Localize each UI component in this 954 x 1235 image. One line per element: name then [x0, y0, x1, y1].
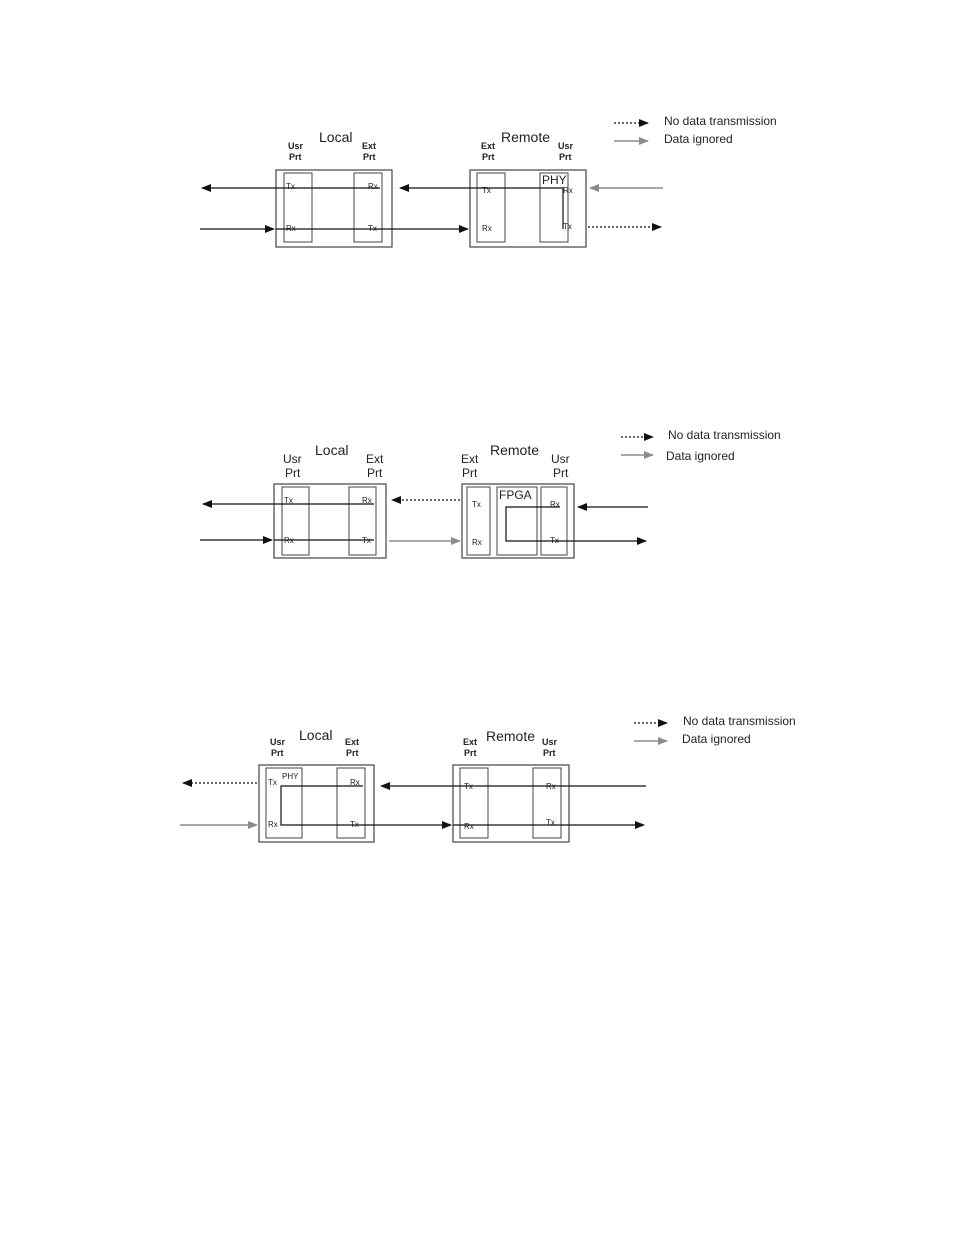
legend-no-data-label: No data transmission	[683, 714, 796, 728]
remote-usr-label: Usr	[558, 141, 574, 151]
remote-ext-label: Ext	[481, 141, 495, 151]
remote-usr-label: Usr	[542, 737, 558, 747]
remote-usr-label-2: Prt	[543, 748, 556, 758]
fpga-loopback-path	[505, 506, 647, 545]
local-title: Local	[299, 727, 332, 743]
remote-phy-label: PHY	[542, 173, 567, 187]
local-ext-label: Ext	[366, 452, 384, 466]
remote-ext-port	[459, 767, 489, 839]
diagram-1: No data transmission Data ignored Local …	[200, 114, 777, 248]
local-usr-label: Usr	[270, 737, 286, 747]
local-box	[275, 169, 393, 248]
local-ext-label: Ext	[362, 141, 376, 151]
local-ext-label: Ext	[345, 737, 359, 747]
port-tx: Tx	[546, 818, 555, 827]
remote-usr-port	[539, 172, 569, 243]
local-usr-port	[265, 767, 303, 839]
local-usr-port	[281, 486, 310, 556]
legend-no-data-label: No data transmission	[668, 428, 781, 442]
local-usr-label-2: Prt	[289, 152, 302, 162]
port-rx: Rx	[464, 822, 474, 831]
port-rx: Rx	[362, 496, 372, 505]
port-tx: Tx	[284, 496, 293, 505]
local-phy-label: PHY	[282, 772, 299, 781]
local-ext-label-2: Prt	[367, 466, 383, 480]
port-rx: Rx	[563, 186, 573, 195]
legend-ignored-label: Data ignored	[682, 732, 751, 746]
remote-fpga-label: FPGA	[499, 488, 532, 502]
port-tx: Tx	[482, 186, 491, 195]
port-rx: Rx	[350, 778, 360, 787]
remote-box	[452, 764, 570, 843]
remote-ext-port	[476, 172, 506, 243]
remote-ext-label: Ext	[461, 452, 479, 466]
loopback-return-path	[399, 184, 564, 229]
port-tx: Tx	[286, 182, 295, 191]
local-usr-port	[283, 172, 313, 243]
port-rx: Rx	[482, 224, 492, 233]
remote-fpga-block	[496, 486, 538, 556]
port-tx: Tx	[472, 500, 481, 509]
port-rx: Rx	[368, 182, 378, 191]
local-ext-label-2: Prt	[346, 748, 359, 758]
remote-box	[469, 169, 587, 248]
local-title: Local	[315, 442, 348, 458]
diagram-3: No data transmission Data ignored Local …	[180, 714, 796, 843]
port-rx: Rx	[472, 538, 482, 547]
remote-ext-label-2: Prt	[462, 466, 478, 480]
local-box	[258, 764, 375, 843]
remote-usr-port	[532, 767, 562, 839]
remote-usr-label-2: Prt	[553, 466, 569, 480]
legend-1: No data transmission Data ignored	[614, 114, 777, 146]
legend-2: No data transmission Data ignored	[621, 428, 781, 463]
port-tx: Tx	[268, 778, 277, 787]
local-ext-port	[348, 486, 377, 556]
legend-ignored-label: Data ignored	[664, 132, 733, 146]
legend-3: No data transmission Data ignored	[634, 714, 796, 746]
diagram-2: No data transmission Data ignored Local …	[200, 428, 781, 559]
remote-usr-label-2: Prt	[559, 152, 572, 162]
remote-title: Remote	[486, 728, 535, 744]
remote-title: Remote	[501, 129, 550, 145]
legend-no-data-label: No data transmission	[664, 114, 777, 128]
phy-internal-loop	[280, 785, 452, 829]
remote-usr-label: Usr	[551, 452, 570, 466]
remote-ext-port	[466, 486, 491, 556]
local-usr-label: Usr	[283, 452, 302, 466]
port-rx: Rx	[268, 820, 278, 829]
remote-ext-label-2: Prt	[464, 748, 477, 758]
remote-usr-port	[540, 486, 568, 556]
local-box	[273, 483, 387, 559]
remote-box	[461, 483, 575, 559]
port-rx: Rx	[550, 500, 560, 509]
local-title: Local	[319, 129, 352, 145]
port-tx: Tx	[563, 222, 572, 231]
local-ext-port	[353, 172, 383, 243]
remote-title: Remote	[490, 442, 539, 458]
local-ext-label-2: Prt	[363, 152, 376, 162]
remote-ext-label: Ext	[463, 737, 477, 747]
local-usr-label-2: Prt	[285, 466, 301, 480]
local-usr-label-2: Prt	[271, 748, 284, 758]
local-ext-port	[336, 767, 366, 839]
remote-ext-label-2: Prt	[482, 152, 495, 162]
local-usr-label: Usr	[288, 141, 304, 151]
legend-ignored-label: Data ignored	[666, 449, 735, 463]
